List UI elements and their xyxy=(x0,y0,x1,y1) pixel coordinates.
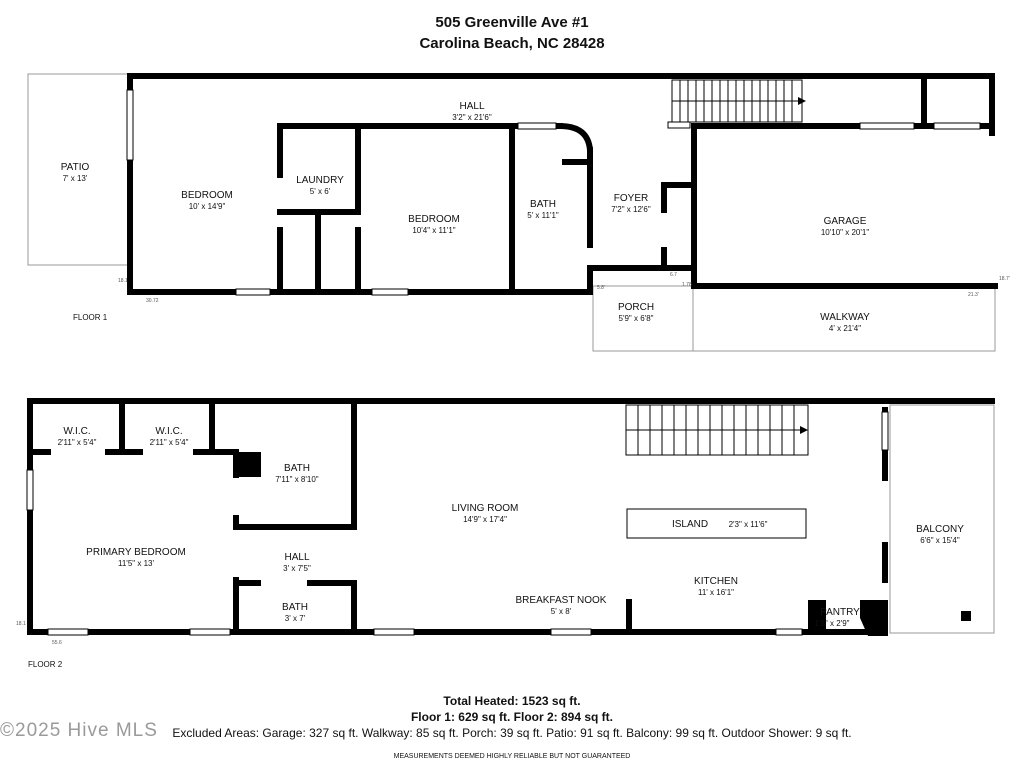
island-dims: 2'3" x 11'6" xyxy=(729,520,768,529)
walkway-name: WALKWAY xyxy=(820,312,870,323)
floor-1-plan: PATIO 7' x 13' BEDROOM 10' x 14'9" LAUND… xyxy=(27,73,1010,352)
porch-dims: 5'9" x 6'8" xyxy=(619,314,654,323)
laundry-dims: 5' x 6' xyxy=(310,187,331,196)
pantry-dims: 1'8" x 2'9" xyxy=(815,619,850,628)
breakfast-nook-dims: 5' x 8' xyxy=(551,607,572,616)
hall1-name: HALL xyxy=(459,101,484,112)
mark: 18.1 xyxy=(16,621,26,627)
floor-areas: Floor 1: 629 sq ft. Floor 2: 894 sq ft. xyxy=(410,710,614,724)
disclaimer: MEASUREMENTS DEEMED HIGHLY RELIABLE BUT … xyxy=(393,753,631,760)
floor-2-label: FLOOR 2 xyxy=(28,660,63,669)
bath1-dims: 5' x 11'1" xyxy=(527,211,559,220)
bedroom1-dims: 10' x 14'9" xyxy=(189,202,226,211)
pantry-name: PANTRY xyxy=(820,607,860,618)
bedroom2-dims: 10'4" x 11'1" xyxy=(412,226,455,235)
pantry-wall xyxy=(860,600,888,636)
walkway-dims: 4' x 21'4" xyxy=(829,324,861,333)
primary-bedroom-dims: 11'5" x 13' xyxy=(118,559,154,568)
kitchen-name: KITCHEN xyxy=(694,576,738,587)
wic1-dims: 2'11" x 5'4" xyxy=(58,438,97,447)
mark: 5.8' xyxy=(597,285,605,291)
wic2-name: W.I.C. xyxy=(155,426,182,437)
bath2-1-dims: 7'11" x 8'10" xyxy=(275,475,318,484)
laundry-name: LAUNDRY xyxy=(296,175,344,186)
mark: 21.3' xyxy=(968,292,979,298)
bedroom1-name: BEDROOM xyxy=(181,190,233,201)
mark: 30.72 xyxy=(146,298,159,304)
bath1-name: BATH xyxy=(530,199,556,210)
floor-2-windows xyxy=(26,411,889,636)
foyer-name: FOYER xyxy=(614,193,648,204)
address-line-1: 505 Greenville Ave #1 xyxy=(435,14,589,31)
stair-landing xyxy=(667,121,691,129)
bedroom2-name: BEDROOM xyxy=(408,214,460,225)
bath-fixture xyxy=(236,452,261,477)
floor-1-windows xyxy=(126,89,981,296)
living-room-dims: 14'9" x 17'4" xyxy=(463,515,507,524)
primary-bedroom-name: PRIMARY BEDROOM xyxy=(86,547,186,558)
bath2-1-name: BATH xyxy=(284,463,310,474)
kitchen-dims: 11' x 16'1" xyxy=(698,588,734,597)
stair-arrow-icon xyxy=(798,97,806,105)
kitchen-island xyxy=(626,508,807,539)
wic1-name: W.I.C. xyxy=(63,426,90,437)
living-room-name: LIVING ROOM xyxy=(452,503,519,514)
outdoor-shower-icon xyxy=(961,611,971,621)
hall1-dims: 3'2" x 21'6" xyxy=(452,113,492,122)
floor-1-stairs xyxy=(671,79,803,123)
total-heated: Total Heated: 1523 sq ft. xyxy=(443,694,581,708)
garage-dims: 10'10" x 20'1" xyxy=(821,228,869,237)
wic2-dims: 2'11" x 5'4" xyxy=(150,438,189,447)
address-line-2: Carolina Beach, NC 28428 xyxy=(419,35,605,52)
breakfast-nook-name: BREAKFAST NOOK xyxy=(516,595,607,606)
foyer-dims: 7'2" x 12'6" xyxy=(611,205,651,214)
porch-name: PORCH xyxy=(618,302,654,313)
mark: 1.78 xyxy=(682,282,692,288)
mark: 18.7' xyxy=(999,276,1010,282)
mark: 18.1 xyxy=(118,278,128,284)
stair-arrow-icon xyxy=(800,426,808,434)
excluded-areas: Excluded Areas: Garage: 327 sq ft. Walkw… xyxy=(172,726,852,740)
garage-name: GARAGE xyxy=(824,216,867,227)
watermark: ©2025 Hive MLS xyxy=(0,720,158,741)
hall2-name: HALL xyxy=(284,552,309,563)
bath2-2-dims: 3' x 7' xyxy=(285,614,306,623)
balcony-outline xyxy=(889,404,995,634)
bath2-2-name: BATH xyxy=(282,602,308,613)
hall2-dims: 3' x 7'5" xyxy=(283,564,311,573)
floor-1-walls xyxy=(127,73,998,295)
balcony-dims: 6'6" x 15'4" xyxy=(920,536,960,545)
floor-1-label: FLOOR 1 xyxy=(73,313,108,322)
island-name: ISLAND xyxy=(672,519,708,530)
patio-dims: 7' x 13' xyxy=(63,174,88,183)
bath-curved-wall xyxy=(559,123,593,151)
floor-2-plan: W.I.C. 2'11" x 5'4" W.I.C. 2'11" x 5'4" … xyxy=(16,398,995,669)
mark: 6.7 xyxy=(670,272,677,278)
floor-2-stairs xyxy=(625,404,809,456)
pantry-wall-left xyxy=(808,600,826,634)
patio-name: PATIO xyxy=(61,162,90,173)
mark: 55.6 xyxy=(52,640,62,646)
balcony-name: BALCONY xyxy=(916,524,964,535)
